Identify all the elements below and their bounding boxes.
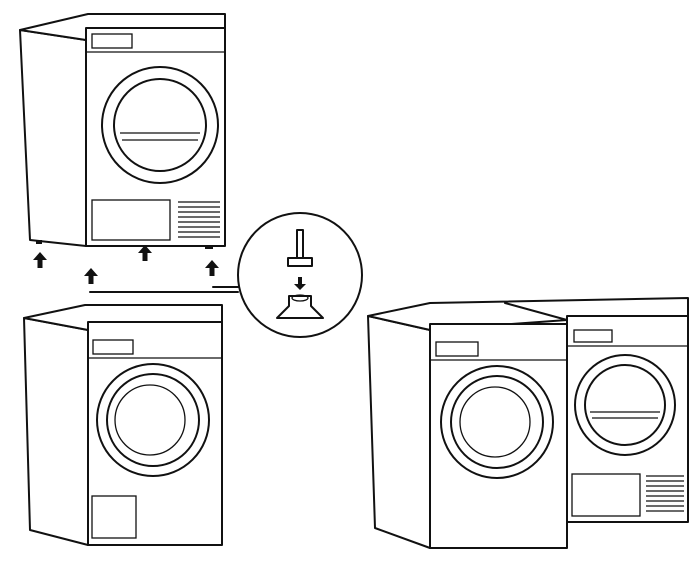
arrow-up-icon xyxy=(138,245,152,261)
foot-detail-icon xyxy=(89,212,363,338)
arrow-up-icon xyxy=(33,252,47,268)
dryer-top-left xyxy=(19,13,226,249)
washer-bottom-left xyxy=(23,304,223,546)
washer-dryer-side-by-side xyxy=(367,297,689,549)
arrow-up-icon xyxy=(84,268,98,284)
arrow-up-icon xyxy=(205,260,219,276)
